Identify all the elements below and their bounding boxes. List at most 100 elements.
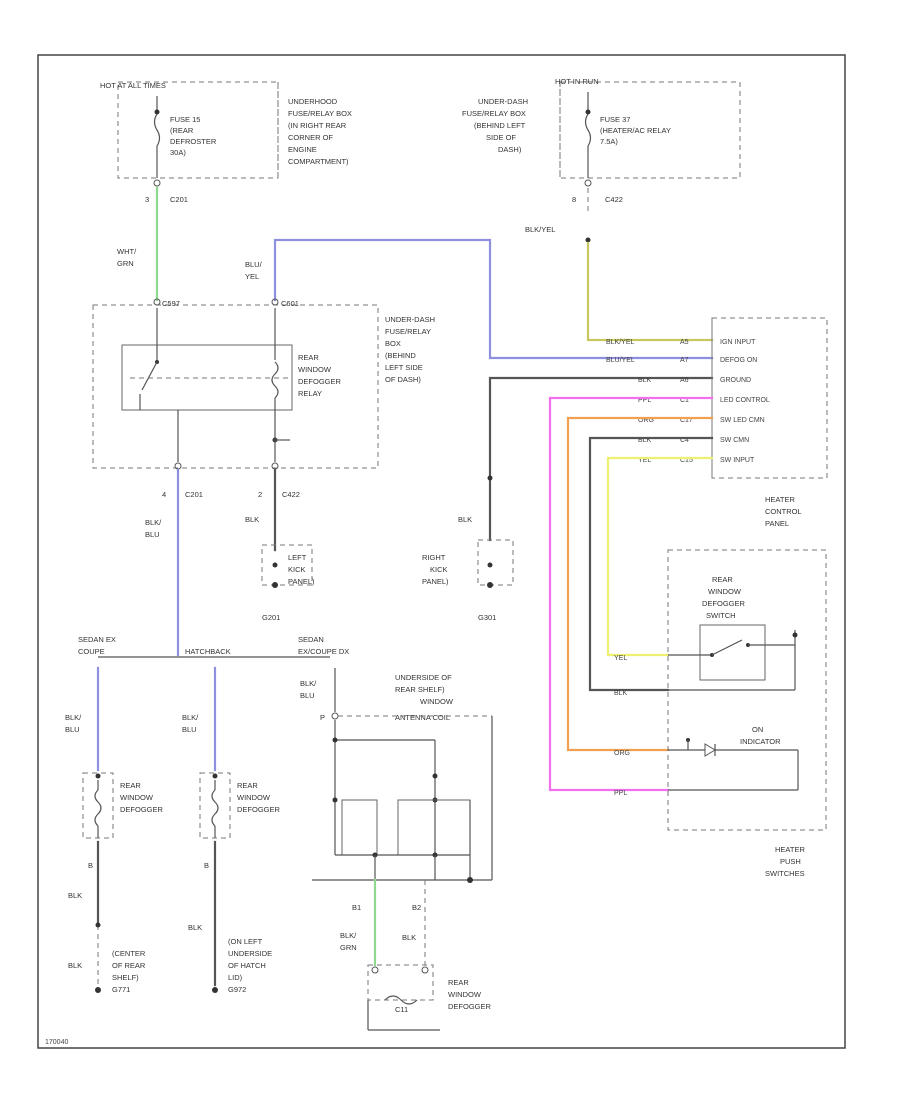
shelf-location-1: UNDERSIDE OF (395, 673, 452, 682)
push-switch-name-2: WINDOW (708, 587, 742, 596)
relay-location-2: FUSE/RELAY (385, 327, 431, 336)
hc-pin-wire-5: BLK (638, 437, 652, 444)
shelf-wire-b1-2: GRN (340, 943, 357, 952)
push-wire-org: ORG (614, 750, 630, 757)
def-left-wire-2: BLU (65, 725, 80, 734)
shelf-wire-b1-1: BLK/ (340, 931, 357, 940)
push-switches-name-3: SWITCHES (765, 869, 805, 878)
heater-control-pin-labels: BLK/YEL A5 IGN INPUT BLU/YEL A7 DEFOG ON… (606, 339, 770, 464)
def-left-wire-1: BLK/ (65, 713, 82, 722)
shelf-wire-top-2: BLU (300, 691, 315, 700)
diagram-frame (37, 54, 846, 1049)
def-left-name-2: WINDOW (120, 793, 154, 802)
relay-wire-in-line-1: WHT/ (117, 247, 137, 256)
hc-pin-id-5: C4 (680, 437, 689, 444)
shelf-location-3: WINDOW (420, 697, 454, 706)
hc-pin-id-2: A6 (680, 377, 689, 384)
relay-location-6: OF DASH) (385, 375, 421, 384)
push-indicator-2: INDICATOR (740, 737, 781, 746)
fuse-box-1-loc-4: CORNER OF (288, 133, 333, 142)
dist-wire-2: BLU (145, 530, 160, 539)
relay-pin-right: 2 (258, 490, 262, 499)
relay-wire-in2-line-1: BLU/ (245, 260, 263, 269)
heater-control-name-3: PANEL (765, 519, 789, 528)
def-left-name-1: REAR (120, 781, 141, 790)
fuse-box-2-pin: 8 (572, 195, 576, 204)
fuse-box-2-loc-3: (BEHIND LEFT (474, 121, 526, 130)
shelf-defogger-grid (312, 715, 493, 883)
def-left-bot-wire2: BLK (68, 961, 82, 970)
shelf-pin: P (320, 713, 325, 722)
relay-conn-left: C201 (185, 490, 203, 499)
dist-left-2: COUPE (78, 647, 105, 656)
fuse-box-2-header: HOT IN RUN (555, 77, 599, 86)
diagram-id: 170040 (45, 1039, 68, 1046)
hc-pin-func-1: DEFOG ON (720, 357, 757, 364)
fuse-box-2-fuse-2: (HEATER/AC RELAY (600, 126, 671, 135)
hc-pin-id-0: A5 (680, 339, 689, 346)
defogger-relay-box: C597 C601 UNDER-DASH FUSE/RELAY BOX (BEH… (92, 298, 435, 499)
fuse-box-1-fuse-line-4: 30A) (170, 148, 186, 157)
under-dash-fuse-box-top: HOT IN RUN UNDER-DASH FUSE/RELAY BOX (BE… (462, 77, 741, 243)
push-switches-name-1: HEATER (775, 845, 805, 854)
relay-wire-in-line-2: GRN (117, 259, 134, 268)
def-mid-ground-2: UNDERSIDE (228, 949, 272, 958)
wire-ppl (548, 396, 714, 792)
shelf-pin-b1: B1 (352, 903, 361, 912)
hc-pin-wire-3: PPL (638, 397, 651, 404)
heater-push-switches: REAR WINDOW DEFOGGER SWITCH ON INDICATOR (667, 549, 827, 831)
underhood-fuse-box: HOT AT ALL TIMES FUSE 15 (REAR DEFROSTER… (100, 81, 352, 204)
shelf-name-1: REAR (448, 978, 469, 987)
def-mid-wire-2: BLU (182, 725, 197, 734)
fuse-box-2-fuse-3: 7.5A) (600, 137, 618, 146)
ground-right-label-3: PANEL) (422, 577, 449, 586)
relay-conn-right: C422 (282, 490, 300, 499)
fuse-box-2-loc-1: UNDER-DASH (478, 97, 528, 106)
def-left-bot-wire: BLK (68, 891, 82, 900)
push-wire-blk: BLK (614, 690, 628, 697)
hc-pin-id-3: C1 (680, 397, 689, 404)
heater-control-name-2: CONTROL (765, 507, 802, 516)
shelf-wire-top-1: BLK/ (300, 679, 317, 688)
fuse-box-1-connector: C201 (170, 195, 188, 204)
relay-name-3: DEFOGGER (298, 377, 342, 386)
fuse-box-1-fuse-line-1: FUSE 15 (170, 115, 200, 124)
hc-pin-func-6: SW INPUT (720, 457, 755, 464)
def-mid-ground-3: OF HATCH (228, 961, 266, 970)
wire-blk-swcmn (588, 436, 714, 692)
ground-left-label-2: KICK (288, 565, 306, 574)
hc-pin-wire-1: BLU/YEL (606, 357, 635, 364)
def-left-pin: B (88, 861, 93, 870)
dist-right-1: SEDAN (298, 635, 324, 644)
hc-pin-wire-6: YEL (638, 457, 651, 464)
def-mid-name-2: WINDOW (237, 793, 271, 802)
shelf-pin-b2: B2 (412, 903, 421, 912)
def-left-ground-4: G771 (112, 985, 130, 994)
relay-name-4: RELAY (298, 389, 322, 398)
fuse-box-2-connector: C422 (605, 195, 623, 204)
relay-pin-left: 4 (162, 490, 166, 499)
ground-g201: LEFT KICK PANEL) G201 (261, 544, 315, 622)
dist-center: HATCHBACK (185, 647, 231, 656)
relay-name-1: REAR (298, 353, 319, 362)
def-mid-ground-4: LID) (228, 973, 243, 982)
hatch-defogger: REAR WINDOW DEFOGGER (199, 772, 281, 839)
def-mid-name-1: REAR (237, 781, 258, 790)
shelf-name-3: DEFOGGER (448, 1002, 492, 1011)
hc-pin-id-1: A7 (680, 357, 689, 364)
shelf-wire-b2: BLK (402, 933, 416, 942)
push-switch-name-1: REAR (712, 575, 733, 584)
def-mid-name-3: DEFOGGER (237, 805, 281, 814)
left-defogger: REAR WINDOW DEFOGGER (82, 772, 164, 839)
ground-left-label-1: LEFT (288, 553, 307, 562)
fuse-box-1-loc-1: UNDERHOOD (288, 97, 338, 106)
fuse-box-2-loc-4: SIDE OF (486, 133, 516, 142)
wire-yel (606, 456, 714, 657)
hc-pin-wire-0: BLK/YEL (606, 339, 635, 346)
relay-location-5: LEFT SIDE (385, 363, 423, 372)
hc-pin-id-6: C15 (680, 457, 693, 464)
push-wire-yel: YEL (614, 655, 627, 662)
relay-c-left: C597 (162, 299, 180, 308)
ground-left-wire: BLK (245, 515, 259, 524)
